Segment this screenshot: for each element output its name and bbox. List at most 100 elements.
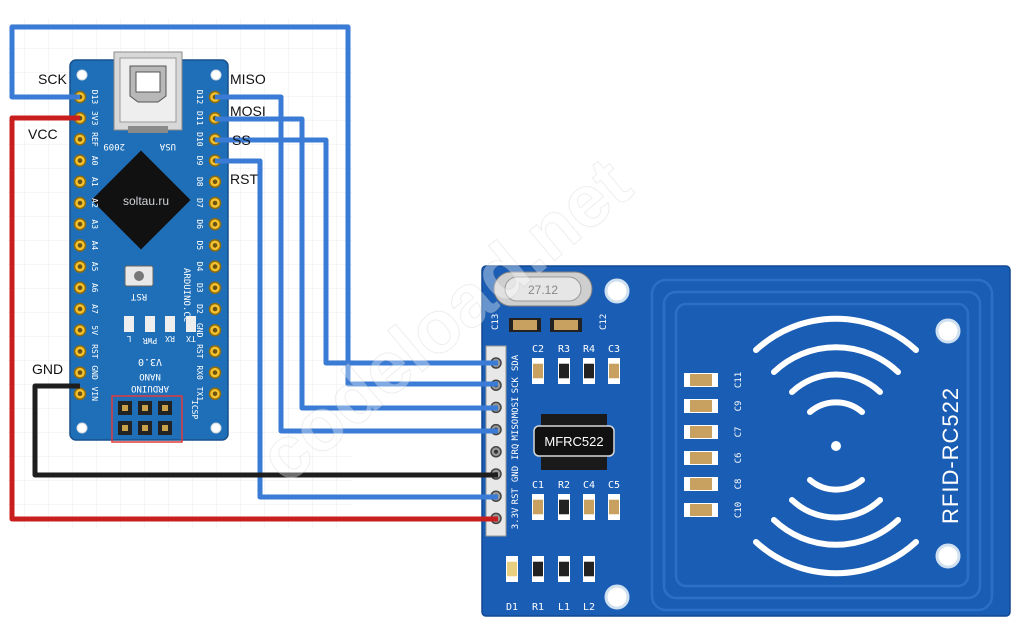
wire-vcc bbox=[9, 115, 498, 522]
pin-label-left-a7: A7 bbox=[90, 304, 99, 314]
pin-label-left-ref: REF bbox=[90, 132, 99, 147]
pin-label-left-gnd: GND bbox=[90, 365, 99, 380]
pin-label-right-d3: D3 bbox=[195, 283, 204, 293]
cap-label-c12: C12 bbox=[599, 314, 609, 330]
pin-label-right-tx1: TX1 bbox=[195, 387, 204, 402]
rfid-pin-header bbox=[485, 345, 507, 537]
rfid-pin-label-rst: RST bbox=[511, 487, 521, 504]
arduino-brand-label: soltau.ru bbox=[123, 194, 169, 208]
top-components: C2 R3 R4 C3 bbox=[532, 344, 620, 384]
pin-label-right-d10: D10 bbox=[195, 132, 204, 147]
arduino-leds: L PWR RX TX bbox=[124, 316, 196, 345]
bottom-components: D1 R1 L1 L2 bbox=[506, 556, 595, 613]
mfrc522-chip-icon: MFRC522 bbox=[533, 414, 615, 470]
label-mosi: MOSI bbox=[230, 103, 266, 119]
led-label-l: L bbox=[126, 334, 131, 343]
pin-label-right-d2: D2 bbox=[195, 304, 204, 314]
arduino-nano-board: soltau.ru RST USA 2009 ARDUINO.CC ICSP A… bbox=[69, 51, 229, 443]
antenna-trace bbox=[650, 278, 994, 612]
pin-label-left-a0: A0 bbox=[90, 156, 99, 166]
atmega-chip-icon bbox=[91, 150, 191, 250]
part-label-r2: R2 bbox=[558, 480, 570, 491]
arduino-usa-label: USA bbox=[159, 141, 176, 151]
rfid-board-name: RFID-RC522 bbox=[938, 387, 963, 524]
arduino-year-label: 2009 bbox=[103, 141, 125, 151]
arduino-version-label: V3.0 bbox=[138, 356, 162, 367]
wire-miso bbox=[215, 94, 498, 434]
chip-label: MFRC522 bbox=[544, 434, 603, 449]
rfid-pin-label-mosi: MOSI bbox=[511, 397, 521, 419]
pin-label-left-rst: RST bbox=[90, 344, 99, 359]
pin-label-right-d5: D5 bbox=[195, 241, 204, 251]
pin-label-right-d9: D9 bbox=[195, 156, 204, 166]
rfid-pin-label-sda: SDA bbox=[511, 354, 521, 371]
label-rst: RST bbox=[230, 171, 258, 187]
arduino-site-label: ARDUINO.CC bbox=[181, 268, 191, 322]
pin-label-left-a3: A3 bbox=[90, 219, 99, 229]
cap-label-c8: C8 bbox=[734, 479, 744, 490]
rfid-pin-label-miso: MISO bbox=[511, 419, 521, 441]
wire-gnd bbox=[32, 383, 498, 478]
pin-label-right-d7: D7 bbox=[195, 198, 204, 208]
label-sck: SCK bbox=[38, 71, 67, 87]
part-label-r4: R4 bbox=[583, 344, 595, 355]
led-label-rx: RX bbox=[165, 334, 175, 343]
rfid-pin-label-33v: 3.3V bbox=[511, 507, 521, 529]
pin-label-left-a1: A1 bbox=[90, 177, 99, 187]
pin-label-left-a4: A4 bbox=[90, 241, 99, 251]
part-label-c4: C4 bbox=[583, 480, 595, 491]
part-label-c5: C5 bbox=[608, 480, 620, 491]
pin-label-left-a5: A5 bbox=[90, 262, 99, 272]
part-label-d1: D1 bbox=[506, 602, 518, 613]
cap-label-c10: C10 bbox=[734, 502, 744, 518]
led-label-tx: TX bbox=[186, 334, 196, 343]
cap-label-c6: C6 bbox=[734, 453, 744, 464]
pin-label-right-rx0: RX0 bbox=[195, 365, 204, 380]
pin-label-left-3v3: 3V3 bbox=[90, 111, 99, 126]
part-label-l2: L2 bbox=[583, 602, 595, 613]
reset-label: RST bbox=[130, 291, 147, 301]
crystal-oscillator-icon: 27.12 bbox=[493, 271, 593, 307]
label-vcc: VCC bbox=[28, 126, 58, 142]
cap-label-c9: C9 bbox=[734, 401, 744, 412]
rfid-antenna-icon bbox=[753, 315, 919, 577]
arduino-icsp-label: ICSP bbox=[190, 400, 199, 419]
middle-components: C1 R2 C4 C5 bbox=[532, 480, 620, 520]
wire-sck bbox=[9, 24, 498, 387]
part-label-l1: L1 bbox=[558, 602, 570, 613]
part-label-r1: R1 bbox=[532, 602, 544, 613]
pin-label-left-a2: A2 bbox=[90, 198, 99, 208]
pin-label-right-rst: RST bbox=[195, 344, 204, 359]
part-label-c3: C3 bbox=[608, 344, 620, 355]
rfid-pin-label-gnd: GND bbox=[511, 466, 521, 482]
pin-label-right-d8: D8 bbox=[195, 177, 204, 187]
label-gnd: GND bbox=[32, 361, 63, 377]
part-label-c1: C1 bbox=[532, 480, 544, 491]
wire-rst bbox=[215, 158, 498, 500]
pin-label-right-gnd: GND bbox=[195, 323, 204, 338]
pin-label-left-vin: VIN bbox=[90, 387, 99, 402]
pin-label-left-a6: A6 bbox=[90, 283, 99, 293]
wires bbox=[9, 24, 498, 522]
label-miso: MISO bbox=[230, 71, 266, 87]
pin-label-right-d12: D12 bbox=[195, 90, 204, 105]
pin-label-right-d4: D4 bbox=[195, 262, 204, 272]
pin-label-right-d6: D6 bbox=[195, 219, 204, 229]
rfid-pin-label-sck: SCK bbox=[511, 376, 521, 393]
cap-label-c11: C11 bbox=[734, 372, 744, 388]
arduino-model-line1: ARDUINO bbox=[131, 383, 169, 393]
part-label-c2: C2 bbox=[532, 344, 544, 355]
rfid-pin-label-irq: IRQ bbox=[511, 444, 521, 460]
icsp-header bbox=[111, 395, 183, 443]
arduino-model-line2: NANO bbox=[139, 371, 161, 381]
label-ss: SS bbox=[232, 132, 251, 148]
part-label-r3: R3 bbox=[558, 344, 570, 355]
pin-label-right-d11: D11 bbox=[195, 111, 204, 126]
cap-label-c13: C13 bbox=[491, 314, 501, 330]
usb-connector-icon bbox=[113, 51, 183, 133]
